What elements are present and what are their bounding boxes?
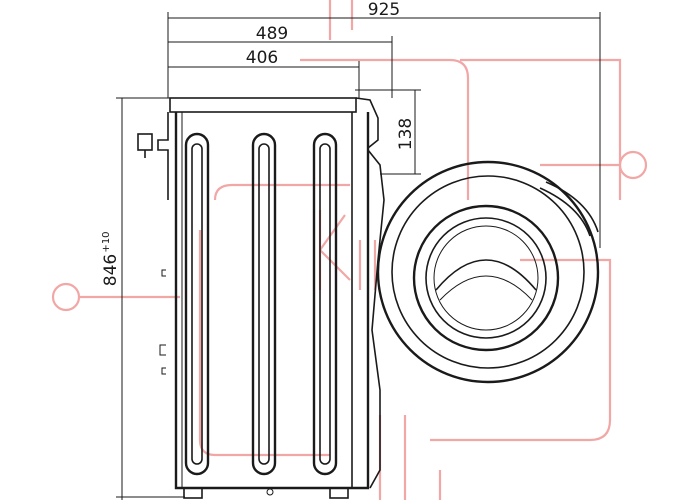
rib-2 bbox=[251, 132, 277, 476]
foot-back bbox=[183, 487, 203, 499]
side-view bbox=[137, 97, 385, 499]
depth-with-door-label: 489 bbox=[256, 24, 288, 44]
overall-width-label: 925 bbox=[368, 0, 400, 20]
rib-3 bbox=[312, 132, 338, 476]
watermark-graphic bbox=[51, 0, 648, 500]
svg-text:+10: +10 bbox=[101, 231, 112, 252]
rib-1 bbox=[184, 132, 210, 476]
door-protrusion-label: 138 bbox=[396, 118, 416, 150]
body-depth-label: 406 bbox=[246, 48, 278, 68]
svg-text:846: 846 bbox=[101, 254, 121, 286]
height-label: 846 +10 bbox=[101, 231, 121, 286]
door-front-view bbox=[376, 160, 600, 384]
foot-front bbox=[329, 487, 349, 499]
dimension-lines bbox=[116, 12, 601, 500]
